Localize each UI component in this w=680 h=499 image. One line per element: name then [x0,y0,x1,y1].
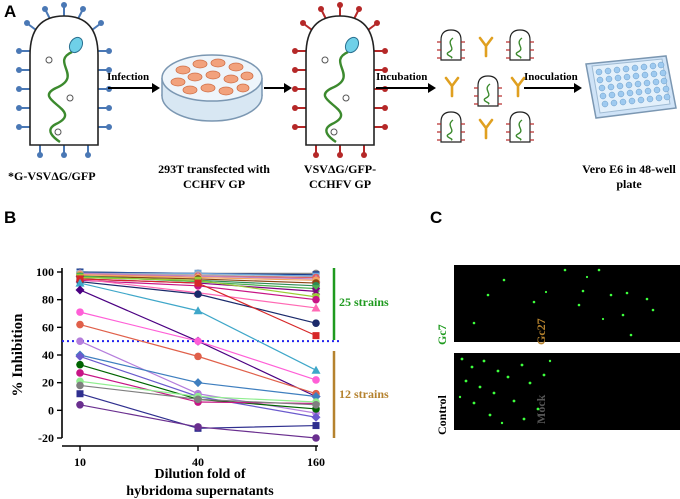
data-point [76,390,84,398]
panel-c-letter: C [430,208,443,227]
data-point [75,285,85,295]
data-point [312,319,320,327]
gc27-fluorescent-cells [563,268,655,337]
mock-label: Mock [534,394,548,424]
data-point [76,381,84,390]
infection-label: Infection [107,71,150,83]
inhibition-chart: -20 0 20 40 60 80 100 10 40 160 % Inhibition Dilu… [10,265,389,499]
y-axis-label: % Inhibition [10,313,26,397]
data-point [194,423,202,431]
data-point [311,392,321,401]
plate-caption: Vero E6 in 48-well plate [582,162,676,191]
y-tick-label: 20 [42,376,54,390]
data-point [193,378,203,388]
y-tick-label: 0 [48,403,54,417]
data-point [312,422,320,430]
data-point [312,434,320,442]
incubation-label: Incubation [376,71,428,83]
data-point [311,303,321,312]
recombinant-caption: VSVΔG/GFP-CCHFV GP [303,162,377,191]
transfer-arrow-icon [264,83,292,93]
y-tick-label: 100 [36,265,54,279]
data-point [76,369,84,377]
control-label: Control [435,395,449,435]
data-point [311,412,321,422]
data-point [311,365,321,374]
panel-a-schematic [16,2,677,158]
petri-dish-icon [161,54,263,122]
data-point [75,278,85,287]
gc7-label: Gc7 [435,324,449,345]
x-axis-label-line1: Dilution fold of [154,467,245,482]
y-tick-label: 80 [42,293,54,307]
data-point [312,376,320,384]
incubation-arrow-icon [376,83,436,93]
virus-antibody-mix-icon [437,29,534,143]
gc27-label: Gc27 [534,318,548,345]
panel-a-letter: A [4,2,17,21]
data-point [312,332,320,340]
data-point [194,395,202,404]
data-point [76,401,84,409]
data-point [76,320,84,329]
data-point [76,337,84,345]
y-tick-label: -20 [38,431,54,445]
data-point [76,308,84,316]
y-tick-label: 60 [42,320,54,334]
data-point [194,352,202,361]
x-tick-label: 40 [192,455,204,469]
bracket-25-strains-label: 25 strains [339,295,389,309]
well-plate-icon [585,55,677,119]
data-point [194,279,202,287]
gc7-fluorescent-cells [472,278,548,325]
data-point [194,337,202,345]
infection-arrow-icon [108,83,160,93]
x-tick-label: 160 [307,455,325,469]
bracket-12-strains-label: 12 strains [339,387,389,401]
y-tick-label: 40 [42,348,54,362]
pseudovirus-caption: *G-VSVΔG/GFP [8,169,96,183]
cells-caption: 293T transfected with CCHFV GP [158,162,270,191]
series-line [79,311,317,381]
data-point [312,401,320,409]
data-point [194,290,202,298]
pseudovirus-particle-icon [16,2,112,158]
inoculation-arrow-icon [524,83,582,93]
data-point [193,306,203,315]
x-tick-label: 10 [74,455,86,469]
data-point [76,360,84,369]
gc27-micrograph [553,265,680,342]
recombinant-particle-icon [292,2,388,158]
mock-micrograph [553,353,680,430]
data-point [312,285,320,293]
series-line [79,404,317,439]
data-point [75,351,85,361]
x-axis-label-line2: hybridoma supernatants [126,484,274,499]
data-point [312,295,320,304]
inoculation-label: Inoculation [524,71,578,83]
panel-b-letter: B [4,208,17,227]
